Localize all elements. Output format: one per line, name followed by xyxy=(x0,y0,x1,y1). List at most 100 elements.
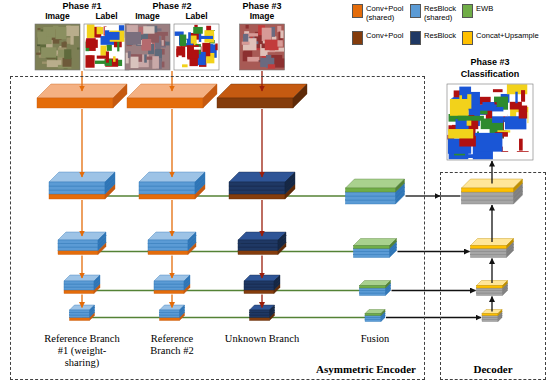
block-top xyxy=(346,179,405,188)
flow-arrow xyxy=(261,200,262,236)
flow-arrow xyxy=(81,71,82,91)
upsample-arrow xyxy=(491,259,492,284)
legend-text: Conv+Pool xyxy=(366,31,406,40)
image-caption: Classification xyxy=(450,69,530,79)
block-front xyxy=(462,188,514,192)
image-patch xyxy=(63,58,72,67)
block-side xyxy=(274,275,280,284)
image-patch xyxy=(194,47,201,50)
block-side xyxy=(270,305,275,313)
fusion-block xyxy=(365,310,385,322)
image-patch xyxy=(97,56,108,59)
image-ground xyxy=(84,24,129,70)
block-front xyxy=(482,318,498,320)
block-front xyxy=(64,287,94,290)
legend-text: ResBlock xyxy=(424,31,460,40)
image-patch xyxy=(48,29,53,34)
image-patch xyxy=(482,102,494,105)
block-side xyxy=(390,239,397,249)
legend-item: ResBlock (shared) xyxy=(410,4,460,22)
block-side xyxy=(184,275,190,284)
image-patch xyxy=(191,36,197,44)
label-holder: Unknown Branch xyxy=(218,333,306,345)
image-patch xyxy=(265,40,279,51)
image-patch xyxy=(176,46,182,55)
block-top xyxy=(354,239,397,246)
image-patch xyxy=(182,46,185,57)
image-frame xyxy=(240,24,285,70)
image-patch xyxy=(277,40,282,46)
block-side xyxy=(514,179,523,192)
block-front xyxy=(365,314,381,316)
image-patch xyxy=(515,92,517,104)
block-front xyxy=(477,286,503,289)
skip-line xyxy=(82,195,346,196)
image-patch xyxy=(55,27,66,39)
image-patch xyxy=(182,64,188,67)
image-ground xyxy=(447,84,533,160)
block-front xyxy=(471,255,507,258)
image-patch xyxy=(492,111,507,116)
block-front xyxy=(365,320,381,322)
skip-line xyxy=(82,290,360,291)
image-patch xyxy=(36,53,41,55)
image-patch xyxy=(473,105,496,111)
block-top xyxy=(360,281,391,286)
fusion-block xyxy=(360,281,391,296)
block-front xyxy=(360,293,386,296)
image-patch xyxy=(108,32,120,40)
block-front xyxy=(471,246,507,249)
block-front xyxy=(148,244,188,248)
image-patch xyxy=(131,57,139,68)
block-front xyxy=(354,255,390,258)
image-caption: Image xyxy=(36,12,80,22)
image-patch xyxy=(64,49,71,59)
upsample-arrow xyxy=(491,297,492,312)
block-side xyxy=(293,84,307,108)
block-front xyxy=(139,182,195,186)
block-front xyxy=(217,98,293,108)
image-patch xyxy=(246,25,249,29)
block-side xyxy=(386,281,391,289)
image-frame xyxy=(125,24,170,70)
image-patch xyxy=(128,51,131,58)
skip-arrow xyxy=(406,195,426,196)
image-caption: Image xyxy=(240,12,284,22)
image-patch xyxy=(519,139,523,151)
image-frame xyxy=(35,24,80,70)
legend-swatch xyxy=(352,4,363,18)
block-front xyxy=(250,315,270,318)
image-patch xyxy=(180,35,187,46)
block-side xyxy=(203,84,217,108)
fusion-block xyxy=(354,239,397,258)
connector-arrow xyxy=(425,195,440,196)
image-patch xyxy=(126,32,141,45)
flow-arrow xyxy=(171,109,172,177)
image-frame xyxy=(447,84,533,160)
block-front xyxy=(160,310,180,313)
image-patch xyxy=(508,147,517,153)
label-holder: Fusion xyxy=(350,333,400,345)
phase-heading: Phase #3 xyxy=(455,57,525,67)
image-patch xyxy=(519,106,527,119)
block-front xyxy=(238,247,278,251)
skip-arrow xyxy=(386,317,481,318)
image-patch xyxy=(458,116,484,121)
image-patch xyxy=(113,56,116,61)
image-patch xyxy=(106,51,109,62)
image-patch xyxy=(449,90,453,98)
block-front xyxy=(64,290,94,294)
flow-arrow xyxy=(81,295,82,308)
block-front xyxy=(160,315,180,318)
block-side xyxy=(195,172,205,186)
flow-arrow xyxy=(81,200,82,236)
block-front xyxy=(154,287,184,290)
flow-arrow xyxy=(171,295,172,308)
region-title: Decoder xyxy=(473,363,512,376)
block-front xyxy=(346,192,396,196)
legend-text: Conv+Pool (shared) xyxy=(366,4,406,22)
block-front xyxy=(238,240,278,244)
image-ground xyxy=(174,24,219,70)
image-patch xyxy=(199,36,213,39)
